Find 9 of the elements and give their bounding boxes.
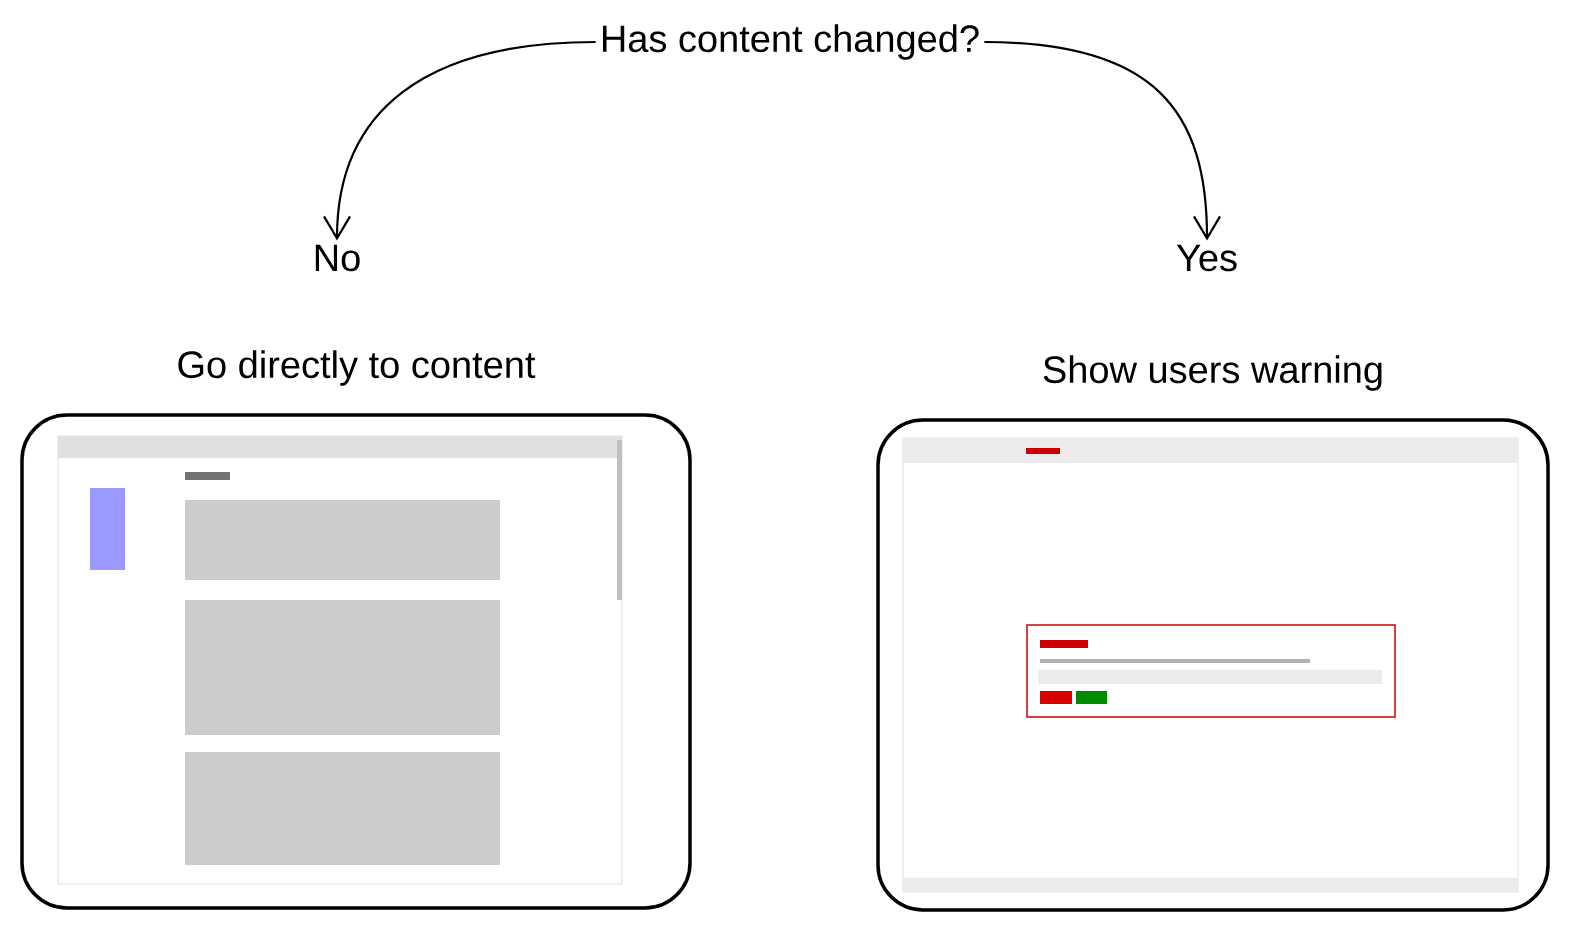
screen-box: Show users warning: [876, 355, 1550, 912]
node-label: Show users warning: [1043, 355, 1382, 391]
label-text: Has content changed?: [603, 24, 979, 60]
label-text: No: [315, 244, 360, 272]
screen-box: Go directly to content: [20, 350, 692, 910]
label-text: Yes: [1176, 244, 1237, 272]
arrow: [323, 40, 596, 241]
node-label: Go directly to content: [178, 350, 536, 386]
arrow: [984, 40, 1221, 241]
